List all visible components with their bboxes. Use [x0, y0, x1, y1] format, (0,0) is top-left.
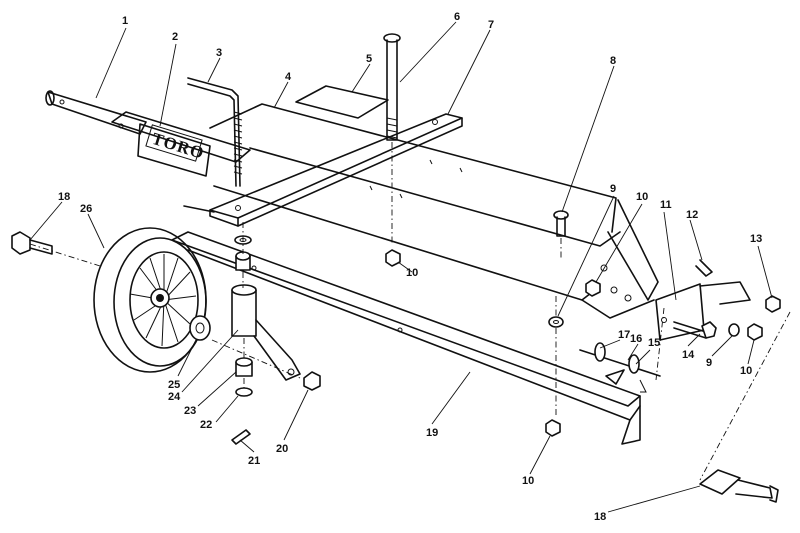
callouts: 1 2 3 4 5 6 7 8 9 10 11 12 13 18 26 10 1… [58, 11, 762, 523]
callout-10-top: 10 [636, 191, 648, 203]
callout-25: 25 [168, 379, 180, 391]
callout-11: 11 [660, 199, 672, 211]
callout-12: 12 [686, 209, 698, 221]
callout-5: 5 [366, 53, 372, 65]
callout-14: 14 [682, 349, 695, 361]
l-rod [187, 77, 243, 187]
callout-1: 1 [122, 15, 128, 27]
callout-21: 21 [248, 455, 260, 467]
callout-9-right: 9 [706, 357, 712, 369]
callout-15: 15 [648, 337, 660, 349]
callout-26: 26 [80, 203, 92, 215]
callout-4: 4 [285, 71, 292, 83]
wheel [93, 227, 207, 373]
callout-18-left: 18 [58, 191, 70, 203]
callout-13: 13 [750, 233, 762, 245]
callout-23: 23 [184, 405, 196, 417]
callout-6: 6 [454, 11, 460, 23]
callout-16: 16 [630, 333, 642, 345]
callout-20: 20 [276, 443, 288, 455]
callout-22: 22 [200, 419, 212, 431]
callout-18-right: 18 [594, 511, 606, 523]
leader-lines [29, 21, 773, 513]
decal-plate [295, 85, 389, 119]
callout-10-bottom: 10 [522, 475, 534, 487]
callout-9-top: 9 [610, 183, 616, 195]
lower-frame-rail [171, 231, 641, 445]
shoulder-bolt-left [11, 231, 53, 255]
cross-bar [183, 113, 463, 227]
callout-10-mid: 10 [406, 267, 418, 279]
callout-3: 3 [216, 47, 222, 59]
shoulder-bolt-right [699, 469, 779, 503]
callout-7: 7 [488, 19, 494, 31]
spindle-assembly [189, 235, 321, 445]
carriage-bolt-long [383, 33, 401, 141]
callout-17: 17 [618, 329, 630, 341]
callout-24: 24 [168, 391, 181, 403]
callout-19: 19 [426, 427, 438, 439]
right-fasteners [385, 249, 781, 437]
assembly-lines [29, 142, 791, 481]
carriage-bolt-short [553, 210, 569, 237]
callout-8: 8 [610, 55, 616, 67]
callout-2: 2 [172, 31, 178, 43]
handle-bracket: TORO [111, 111, 251, 177]
callout-10-right: 10 [740, 365, 752, 377]
